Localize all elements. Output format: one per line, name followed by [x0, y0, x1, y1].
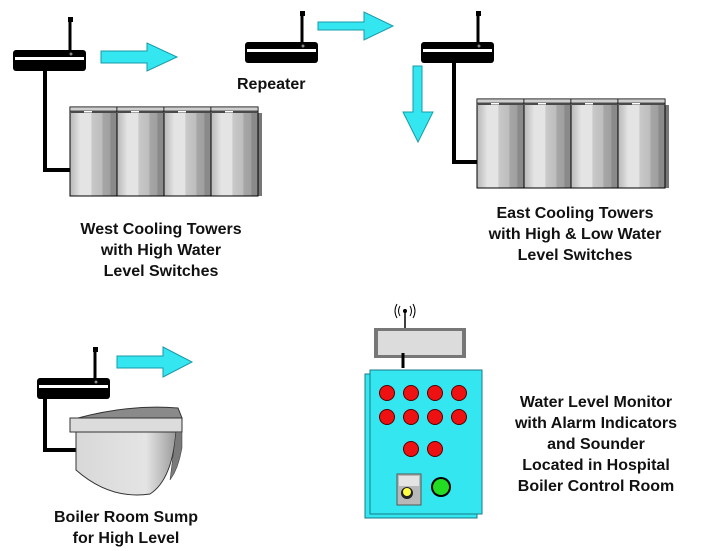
repeater-label: Repeater: [237, 76, 306, 93]
repeater-arrow-icon: [317, 11, 395, 41]
repeater-transmitter: [245, 11, 318, 63]
tower-cell: [116, 106, 165, 197]
monitor-line-2: with Alarm Indicators: [514, 415, 678, 432]
alarm-indicator-led: [427, 385, 443, 401]
alarm-indicator-led: [451, 409, 467, 425]
sump-rim: [69, 417, 183, 433]
tower-cell: [570, 98, 619, 189]
boiler-arrow-icon: [116, 346, 194, 378]
west-towers-line-2: with High Water: [100, 242, 222, 259]
west-towers-line-3: Level Switches: [103, 263, 219, 280]
alarm-indicator-led: [451, 385, 467, 401]
east-towers-label: East Cooling Towers with High & Low Wate…: [470, 203, 680, 266]
transmitter-led: [477, 44, 481, 48]
antenna-tip: [300, 11, 305, 16]
west-cooling-towers: [69, 106, 262, 197]
sump-side-shadow: [169, 431, 183, 481]
transmitter-led: [94, 380, 98, 384]
monitor-line-1: Water Level Monitor: [519, 394, 673, 411]
boiler-sump-label: Boiler Room Sump for High Level: [36, 507, 216, 549]
monitor-label: Water Level Monitor with Alarm Indicator…: [496, 392, 696, 497]
east-towers-line-2: with High & Low Water: [488, 226, 662, 243]
transmitter-body: [421, 42, 494, 63]
boiler-room-sump: [69, 406, 183, 496]
boiler-transmitter: [37, 347, 110, 399]
transmitter-stripe: [39, 385, 108, 388]
tower-cell: [523, 98, 572, 189]
sump-rim-back: [77, 406, 183, 419]
boiler-signal-cable: [43, 399, 78, 452]
alarm-indicator-led: [403, 385, 419, 401]
alarm-indicators: [379, 385, 467, 457]
tower-cell: [617, 98, 666, 189]
monitor-line-3: and Sounder: [547, 436, 645, 453]
alarm-indicator-led: [427, 409, 443, 425]
boiler-sump-line-1: Boiler Room Sump: [53, 509, 198, 526]
antenna-tip: [93, 347, 98, 352]
monitor-display: [374, 328, 466, 358]
west-arrow-icon: [100, 42, 179, 72]
monitor-line-4: Located in Hospital: [522, 457, 670, 474]
transmitter-stripe: [423, 49, 492, 52]
tower-cell: [210, 106, 259, 197]
alarm-indicator-led: [403, 441, 419, 457]
tower-cell: [69, 106, 118, 197]
repeater-body: [245, 42, 318, 63]
east-signal-cable: [452, 63, 479, 164]
tower-cell: [476, 98, 525, 189]
antenna-tip: [68, 17, 73, 22]
east-towers-line-1: East Cooling Towers: [496, 205, 654, 222]
west-towers-label: West Cooling Towers with High Water Leve…: [61, 219, 261, 282]
transmitter-led: [69, 52, 73, 56]
alarm-indicator-led: [403, 409, 419, 425]
west-transmitter: [13, 17, 86, 71]
boiler-sump-line-2: for High Level: [72, 530, 180, 547]
east-cooling-towers: [476, 98, 669, 189]
key-switch[interactable]: [396, 473, 422, 506]
repeater-led: [301, 44, 305, 48]
antenna-tip: [476, 11, 481, 16]
transmitter-body: [37, 378, 110, 399]
ok-indicator: [431, 477, 451, 497]
alarm-indicator-led: [379, 409, 395, 425]
alarm-indicator-led: [379, 385, 395, 401]
alarm-indicator-led: [427, 441, 443, 457]
tower-cell: [163, 106, 212, 197]
west-signal-cable: [43, 71, 70, 172]
east-transmitter: [421, 11, 494, 63]
transmitter-stripe: [15, 57, 84, 60]
east-down-arrow-icon: [402, 65, 434, 144]
repeater-stripe: [247, 49, 316, 52]
monitor-line-5: Boiler Control Room: [517, 478, 675, 495]
east-towers-line-3: Level Switches: [517, 247, 633, 264]
monitor-antenna-icon: [394, 303, 416, 328]
transmitter-body: [13, 50, 86, 71]
sump-bowl: [75, 431, 177, 496]
west-towers-line-1: West Cooling Towers: [80, 221, 242, 238]
